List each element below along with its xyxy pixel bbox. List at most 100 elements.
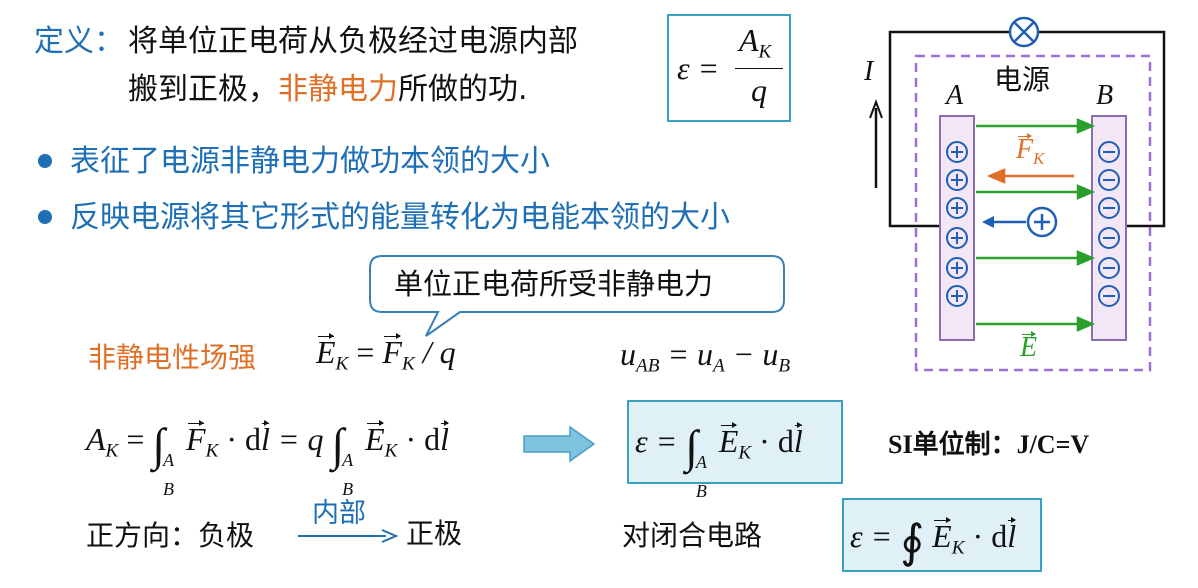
work-dot2: · d: [405, 421, 441, 457]
emf-definition-box: ε = AK q: [667, 14, 791, 122]
emf-l: l: [793, 422, 803, 459]
direction-target: 正极: [406, 517, 463, 550]
definition-label: 定义：: [34, 24, 124, 59]
lower-limit: B: [695, 481, 707, 501]
ek-sub: K: [335, 353, 349, 375]
direction-label: 正方向：负极: [86, 519, 255, 552]
definition-line2-start: 搬到正极，: [128, 72, 278, 107]
closed-l: l: [1007, 517, 1017, 554]
u-minus: − u: [732, 336, 779, 372]
integral-icon: ∫: [331, 419, 345, 470]
positive-charges: [946, 141, 968, 307]
ek-formula: EK = FK / q: [316, 333, 456, 376]
definition-line1: 将单位正电荷从负极经过电源内部: [128, 24, 578, 59]
circuit-wire: [888, 30, 1166, 228]
work-eq2: = q: [277, 421, 324, 457]
callout-text: 单位正电荷所受非静电力: [394, 267, 714, 301]
current-label: I: [864, 56, 874, 87]
si-unit-text: SI单位制：J/C=V: [888, 430, 1090, 459]
closed-circuit-label: 对闭合电路: [622, 519, 763, 552]
emf-def-num: A: [739, 22, 759, 58]
ek-rest: / q: [422, 334, 456, 370]
moving-charge-icon: [982, 206, 1058, 238]
u-b-sub: B: [778, 355, 791, 377]
emf-def-lhs: ε =: [677, 50, 720, 86]
upper-limit: A: [163, 450, 175, 470]
field-label: 非静电性场强: [88, 341, 257, 374]
implies-arrow-icon: [523, 425, 596, 463]
bullet-item-1: 表征了电源非静电力做功本领的大小: [38, 142, 550, 182]
closed-loop-content: ε = ∮ EK · dl: [850, 514, 1016, 568]
work-f-sub: K: [205, 440, 219, 462]
direction-arrow-label: 内部: [312, 498, 366, 529]
integral-icon: ∫: [685, 421, 698, 472]
work-l2: l: [440, 420, 450, 457]
work-a-sub: K: [105, 440, 119, 462]
work-f: F: [186, 420, 206, 457]
plate-b-label: B: [1096, 80, 1114, 111]
bullet-item-2: 反映电源将其它形式的能量转化为电能本领的大小: [38, 198, 730, 238]
circuit-wire-left: [888, 186, 940, 228]
field-arrows: [976, 118, 1096, 332]
emf-def-num-sub: K: [758, 41, 772, 63]
u-ab-sub: AB: [636, 355, 660, 377]
definition-line2: 搬到正极，非静电力所做的功.: [128, 70, 528, 110]
closed-loop-box: ε = ∮ EK · dl: [842, 498, 1042, 572]
closed-eps: ε =: [850, 518, 893, 554]
emf-e: E: [718, 422, 739, 459]
closed-e: E: [932, 517, 952, 554]
upper-limit: A: [342, 450, 354, 470]
emf-dot: · d: [759, 423, 794, 459]
negative-charges: [1098, 141, 1120, 307]
e-field-label: E: [1020, 331, 1038, 364]
bullet-dot-icon: [38, 210, 52, 224]
emf-eps: ε =: [635, 423, 678, 459]
fk-sub: K: [401, 353, 415, 375]
plate-a-label: A: [946, 80, 964, 111]
bullet-dot-icon: [38, 154, 52, 168]
emf-def-numerator: AK: [739, 22, 771, 64]
fk-label-symbol: F: [1016, 133, 1034, 165]
e-field-symbol: E: [1020, 331, 1038, 363]
upper-limit: A: [695, 452, 707, 472]
definition-keyword: 非静电力: [278, 72, 398, 107]
potential-difference-formula: uAB = uA − uB: [620, 336, 790, 378]
work-e: E: [365, 420, 385, 457]
work-e-sub: K: [384, 440, 398, 462]
work-a: A: [86, 421, 106, 457]
bullet-text-2: 反映电源将其它形式的能量转化为电能本领的大小: [70, 200, 730, 235]
source-label: 电源: [994, 63, 1051, 96]
source-boundary: [914, 54, 1152, 372]
lower-limit: B: [163, 479, 175, 499]
fraction-bar: [735, 68, 783, 69]
emf-def-denominator: q: [751, 72, 767, 108]
bullet-text-1: 表征了电源非静电力做功本领的大小: [70, 144, 550, 179]
direction-arrow-icon: [298, 529, 399, 543]
contour-integral-icon: ∮: [900, 516, 925, 567]
work-dot1: · d: [226, 421, 262, 457]
fk-label: FK: [1016, 133, 1045, 169]
u-a-sub: A: [713, 355, 725, 377]
fk-label-sub: K: [1033, 148, 1045, 168]
work-l: l: [261, 420, 270, 457]
circuit-diagram: [869, 16, 1166, 372]
ek-symbol: E: [316, 333, 336, 370]
definition-line2-end: 所做的功.: [398, 72, 528, 107]
work-eq1: =: [126, 421, 145, 457]
lower-limit: B: [342, 479, 354, 499]
fk-arrow-icon: [986, 168, 1074, 184]
closed-e-sub: K: [951, 537, 965, 559]
emf-e-sub: K: [738, 442, 752, 464]
u-eq: = u: [667, 336, 714, 372]
u-symbol: u: [620, 336, 636, 372]
integral-icon: ∫: [152, 419, 166, 470]
callout-bubble: [369, 255, 785, 337]
current-arrow-icon: [869, 99, 883, 188]
lamp-icon: [1008, 16, 1040, 48]
